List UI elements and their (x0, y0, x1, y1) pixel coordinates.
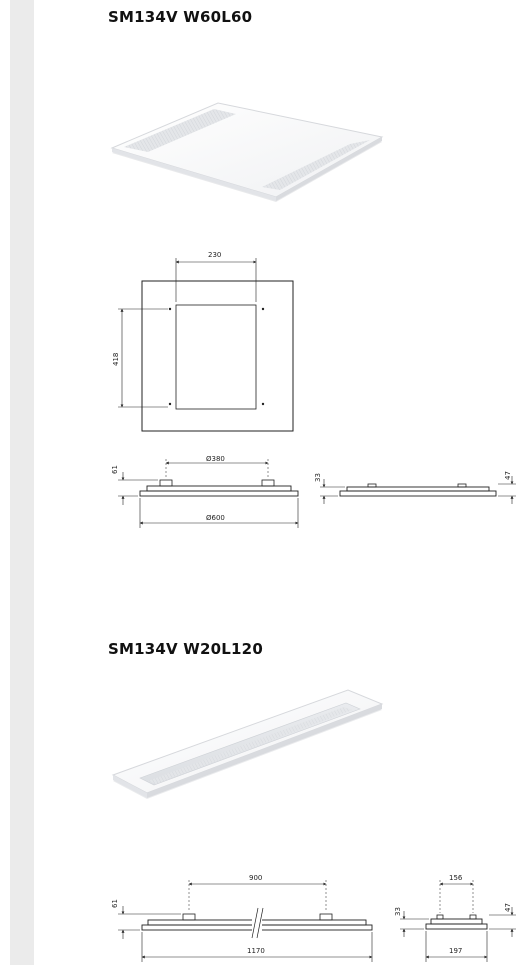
dim-side-height-mid: 33 (314, 473, 322, 482)
dim-side-inner-diameter: Ø380 (206, 455, 225, 463)
product-title-linear: SM134V W20L120 (108, 640, 263, 658)
linear-panel-image (111, 689, 384, 799)
dim-inner-length: 900 (249, 874, 262, 882)
square-top-view (118, 258, 294, 432)
dim-height-left: 61 (111, 899, 119, 908)
dim-outer-width: 197 (449, 947, 462, 955)
dim-outer-length: 1170 (247, 947, 265, 955)
square-side-view-side (320, 476, 516, 504)
linear-side-view (118, 880, 373, 962)
dim-top-width: 230 (208, 251, 221, 259)
square-side-view-front (118, 459, 299, 528)
product-title-square: SM134V W60L60 (108, 8, 253, 26)
page-margin-bar (10, 0, 34, 965)
dim-side-outer-diameter: Ø600 (206, 514, 225, 522)
dim-height-right: 47 (504, 903, 512, 912)
square-panel-image (110, 102, 384, 202)
dim-top-height: 418 (112, 353, 120, 366)
linear-end-view (400, 880, 516, 962)
dim-side-height-right: 47 (504, 471, 512, 480)
dim-height-mid: 33 (394, 907, 402, 916)
dim-side-height-left: 61 (111, 465, 119, 474)
dim-inner-width: 156 (449, 874, 463, 882)
